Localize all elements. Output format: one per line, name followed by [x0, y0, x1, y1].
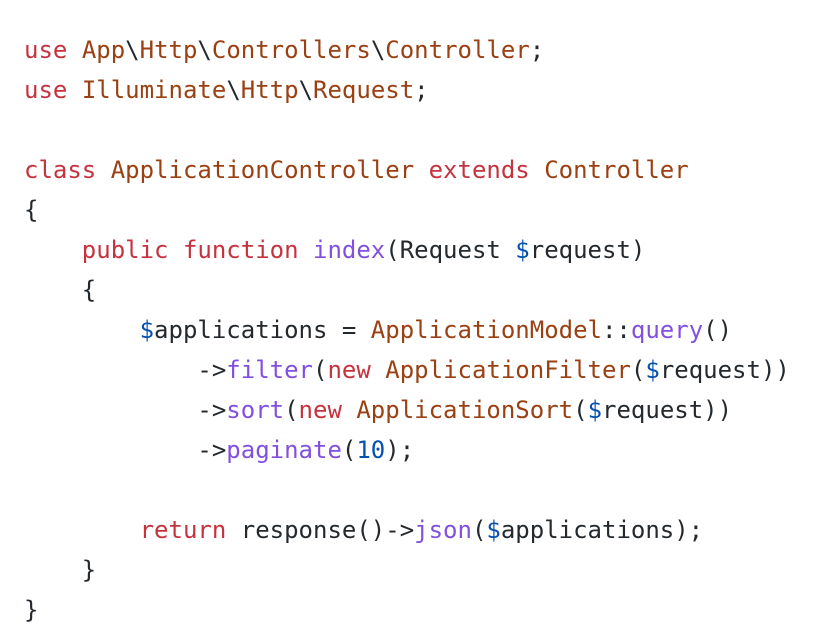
code-token: \: [197, 36, 212, 64]
code-token-keyword: function: [182, 236, 299, 264]
code-token-type: App: [81, 36, 126, 64]
code-token-constant: $: [515, 236, 530, 264]
code-token: [96, 156, 110, 184]
code-token-function: index: [313, 236, 386, 264]
code-token-constant: $: [587, 396, 603, 424]
code-token: request)): [602, 396, 733, 424]
code-token: \: [370, 36, 386, 64]
code-line: class ApplicationController extends Cont…: [24, 150, 826, 190]
code-token: );: [385, 436, 415, 464]
code-token: \: [298, 76, 314, 104]
code-token: [24, 236, 82, 264]
code-token: [530, 156, 544, 184]
code-token-keyword: public: [81, 236, 169, 264]
code-token: ->: [24, 436, 227, 464]
code-token: (: [341, 436, 357, 464]
code-token-constant: $: [645, 356, 660, 384]
code-token-type: Controller: [544, 156, 689, 184]
code-token: ;: [529, 36, 545, 64]
code-token-type: Illuminate: [81, 76, 227, 104]
code-token-function: json: [414, 516, 472, 544]
code-line: }: [24, 590, 826, 628]
code-line: {: [24, 190, 826, 230]
code-token-type: Http: [240, 76, 299, 104]
code-token: [24, 316, 140, 344]
code-token: ->: [24, 396, 227, 424]
code-line: use App\Http\Controllers\Controller;: [24, 30, 826, 70]
code-token: request): [529, 236, 646, 264]
code-token: (: [471, 516, 487, 544]
code-token: (): [703, 316, 733, 344]
code-token-type: ApplicationFilter: [385, 356, 631, 384]
code-token-keyword: use: [24, 36, 68, 64]
code-token: (: [313, 356, 328, 384]
code-line: public function index(Request $request): [24, 230, 826, 270]
code-token: (Request: [385, 236, 516, 264]
code-token-type: ApplicationSort: [356, 396, 574, 424]
code-token: [67, 36, 81, 64]
code-token: [169, 236, 183, 264]
code-token-type: Controllers: [211, 36, 371, 64]
code-line: {: [24, 270, 826, 310]
code-token: ::: [601, 316, 631, 344]
code-token: ;: [414, 76, 429, 104]
code-token-function: filter: [226, 356, 313, 384]
code-line: [24, 470, 826, 510]
code-token-keyword: new: [298, 396, 342, 424]
code-token-function: paginate: [226, 436, 342, 464]
code-token: ->: [24, 356, 227, 384]
code-token-type: ApplicationModel: [370, 316, 602, 344]
code-line: ->sort(new ApplicationSort($request)): [24, 390, 826, 430]
code-token: applications =: [154, 316, 371, 344]
code-line: $applications = ApplicationModel::query(…: [24, 310, 826, 350]
code-token-keyword: return: [139, 516, 227, 544]
code-token: (: [573, 396, 588, 424]
code-token-function: sort: [226, 396, 285, 424]
code-token: [67, 76, 81, 104]
code-token: \: [125, 36, 140, 64]
code-token: [342, 396, 356, 424]
code-token-type: Request: [313, 76, 415, 104]
code-token: {: [24, 276, 97, 304]
code-line: return response()->json($applications);: [24, 510, 826, 550]
code-token: (: [630, 356, 646, 384]
code-token-constant: $: [486, 516, 501, 544]
code-token-function: query: [630, 316, 704, 344]
code-token: \: [226, 76, 241, 104]
code-line: [24, 110, 826, 150]
code-token: [414, 156, 428, 184]
code-token-type: Http: [139, 36, 198, 64]
code-token-keyword: class: [24, 156, 97, 184]
code-token: [299, 236, 313, 264]
code-line: ->paginate(10);: [24, 430, 826, 470]
code-token: [371, 356, 385, 384]
code-token-type: ApplicationController: [110, 156, 415, 184]
code-token: applications);: [500, 516, 704, 544]
code-line: }: [24, 550, 826, 590]
code-token: (: [284, 396, 299, 424]
code-token: request)): [659, 356, 790, 384]
code-token-keyword: use: [24, 76, 68, 104]
code-line: use Illuminate\Http\Request;: [24, 70, 826, 110]
code-token: {: [24, 196, 39, 224]
code-token-keyword: extends: [428, 156, 530, 184]
code-token-type: Controller: [385, 36, 530, 64]
code-line: ->filter(new ApplicationFilter($request)…: [24, 350, 826, 390]
code-token-constant: 10: [356, 436, 386, 464]
code-token: }: [24, 596, 39, 624]
code-token: [24, 516, 140, 544]
code-block: use App\Http\Controllers\Controller;use …: [24, 30, 826, 628]
code-token: response()->: [226, 516, 415, 544]
code-token: }: [24, 556, 97, 584]
code-token-constant: $: [139, 316, 155, 344]
code-token-keyword: new: [327, 356, 371, 384]
